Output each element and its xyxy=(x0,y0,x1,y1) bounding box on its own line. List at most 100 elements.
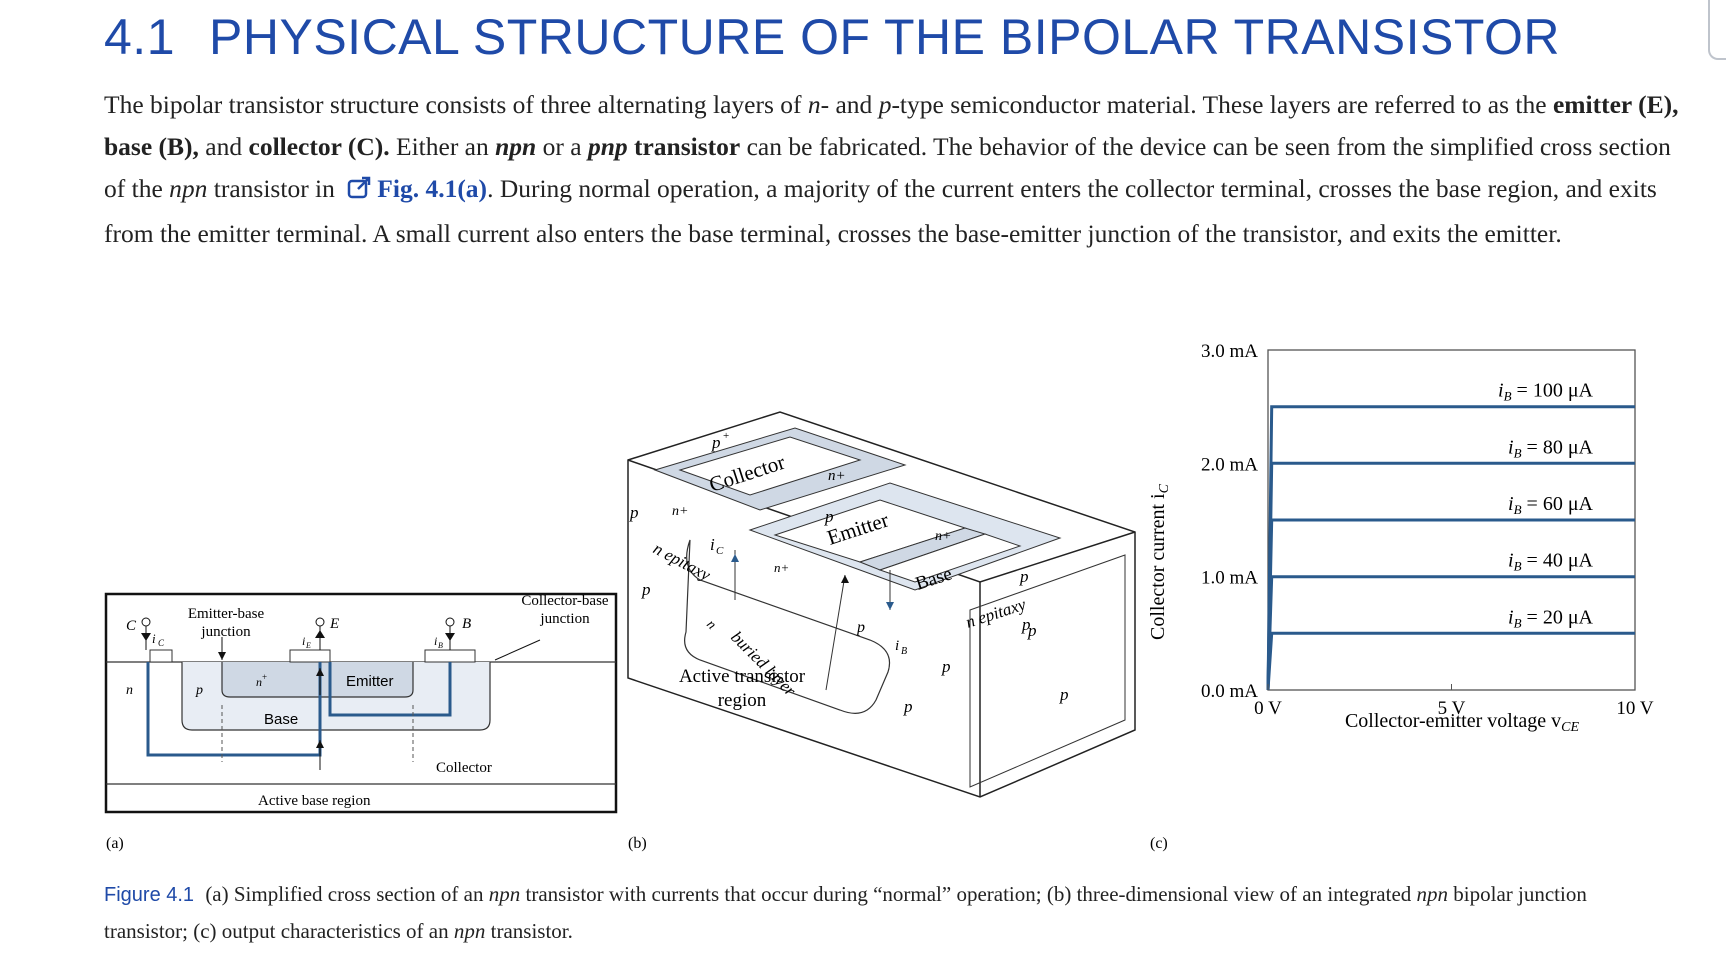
panel-c-label: (c) xyxy=(1150,835,1168,852)
collector-label: Collector xyxy=(436,760,492,776)
y-tick-label: 2.0 mA xyxy=(1201,454,1258,475)
para-text: -type semiconductor material. These laye… xyxy=(891,90,1553,119)
para-text: The bipolar transistor structure consist… xyxy=(104,90,808,119)
y-tick-label: 0.0 mA xyxy=(1201,681,1258,702)
b-pplus-bottom: p xyxy=(941,657,951,676)
caption-text: bipolar junction transistor; (c) output … xyxy=(104,882,1587,943)
emitter-label: Emitter xyxy=(346,673,394,690)
base-label: Base xyxy=(264,711,298,728)
b-p-7: p xyxy=(1021,615,1031,634)
term-pnp: pnp xyxy=(587,132,628,161)
panel-c: iB = 100 μA iB = 80 μA iB = 60 μA iB = 40 μ… xyxy=(1147,341,1654,852)
para-text: can be fabricated. The behavior of the d… xyxy=(104,132,1671,203)
terminal-c-label: C xyxy=(126,618,137,634)
series-label-3: iB = 40 μA xyxy=(1508,550,1594,574)
current-ib-sub: B xyxy=(438,641,443,650)
b-pplus-top: p xyxy=(711,433,721,452)
collector-base-junction-label-2: junction xyxy=(539,611,590,627)
para-italic: n xyxy=(807,90,821,119)
x-axis-label: Collector-emitter voltage vCE xyxy=(1345,710,1580,735)
series-line-4 xyxy=(1266,631,1635,691)
para-italic: npn xyxy=(169,174,208,203)
emitter-base-junction-label-2: junction xyxy=(200,624,251,640)
b-ib-label: i xyxy=(895,638,899,654)
figure-caption: Figure 4.1 (a) Simplified cross section … xyxy=(104,876,1664,949)
active-base-region-label: Active base region xyxy=(258,793,371,809)
b-p-4: p xyxy=(856,619,865,636)
section-title: PHYSICAL STRUCTURE OF THE BIPOLAR TRANSI… xyxy=(209,9,1560,65)
b-p-2: p xyxy=(1019,567,1029,586)
series-line-2 xyxy=(1266,518,1635,691)
caption-italic: npn xyxy=(1416,882,1449,906)
caption-italic: npn xyxy=(488,882,521,906)
panel-b-label: (b) xyxy=(628,835,647,852)
para-text: - and xyxy=(820,90,879,119)
b-active-region-label-2: region xyxy=(718,690,767,711)
b-ic-label: i xyxy=(710,535,715,554)
caption-figure-label: Figure 4.1 xyxy=(104,884,195,906)
panel-a-label: (a) xyxy=(106,835,124,852)
panel-b: p + p Collector Emitter Base n+ n+ n+ n+… xyxy=(627,411,1136,852)
figure-4-1: C i C E i E B i B Emitter-base junction … xyxy=(104,341,1654,852)
figure-link[interactable]: Fig. 4.1(a) xyxy=(377,174,488,203)
region-nplus-label: n xyxy=(256,675,262,689)
y-axis-label: Collector current iC xyxy=(1147,483,1172,640)
b-nplus-3: n+ xyxy=(935,529,951,544)
term-transistor: transistor xyxy=(627,132,741,161)
para-text: and xyxy=(198,132,249,161)
term-npn: npn xyxy=(495,132,537,161)
b-p-6: p xyxy=(1059,685,1069,704)
y-tick-label: 3.0 mA xyxy=(1201,341,1258,362)
caption-text: transistor. xyxy=(485,919,573,943)
chart-axis-text: iB = 100 μA iB = 80 μA iB = 60 μA iB = 40 μ… xyxy=(1201,341,1654,719)
caption-text: (a) Simplified cross section of an xyxy=(200,882,489,906)
section-heading: 4.1 PHYSICAL STRUCTURE OF THE BIPOLAR TRA… xyxy=(104,8,1560,66)
panel-a: C i C E i E B i B Emitter-base junction … xyxy=(104,592,618,852)
y-tick-label: 1.0 mA xyxy=(1201,568,1258,589)
current-ib-label: i xyxy=(434,634,437,648)
terminal-b-label: B xyxy=(462,616,471,632)
current-ie-label: i xyxy=(302,634,305,648)
x-tick-label: 10 V xyxy=(1616,698,1653,719)
scrollbar-edge[interactable] xyxy=(1708,0,1726,60)
current-ie-sub: E xyxy=(305,641,311,650)
b-plus-sup: + xyxy=(723,430,729,442)
para-italic: p xyxy=(878,90,892,119)
para-text: Either an xyxy=(389,132,496,161)
x-tick-label: 0 V xyxy=(1254,698,1282,719)
section-number: 4.1 xyxy=(104,9,176,65)
caption-italic: npn xyxy=(453,919,486,943)
b-pplus-right: p xyxy=(1027,621,1037,640)
current-ic-label: i xyxy=(152,631,156,646)
term-emitter-base: emitter (E), base (B), xyxy=(104,90,1679,161)
external-link-icon[interactable] xyxy=(347,171,373,213)
current-ic-sub: C xyxy=(158,638,165,648)
chart-marks xyxy=(1266,405,1636,691)
b-p-1: p xyxy=(824,507,834,526)
b-nplus-1: n+ xyxy=(828,468,846,484)
term-collector: collector (C). xyxy=(248,132,390,161)
terminal-e-label: E xyxy=(329,616,339,632)
series-label-4: iB = 20 μA xyxy=(1508,606,1594,630)
collector-base-junction-label: Collector-base xyxy=(521,593,609,609)
body-paragraph: The bipolar transistor structure consist… xyxy=(104,84,1684,255)
x-tick-label: 5 V xyxy=(1438,698,1466,719)
b-nplus-4: n+ xyxy=(774,560,789,575)
series-label-0: iB = 100 μA xyxy=(1498,380,1594,404)
emitter-base-junction-label: Emitter-base xyxy=(188,606,265,622)
b-active-region-label: Active transistor xyxy=(679,666,806,687)
para-text: transistor in xyxy=(207,174,342,203)
b-nplus-2: n+ xyxy=(672,504,688,519)
region-n-label: n xyxy=(126,683,133,698)
b-p-5: p xyxy=(903,697,913,716)
region-p-label: p xyxy=(195,683,203,698)
para-text: or a xyxy=(536,132,588,161)
b-pplus-left: p xyxy=(629,503,639,522)
caption-text: transistor with currents that occur duri… xyxy=(520,882,1417,906)
series-label-1: iB = 80 μA xyxy=(1508,436,1594,460)
region-nplus-sup: + xyxy=(262,672,267,682)
b-ic-sub: C xyxy=(716,545,724,557)
b-p-3: p xyxy=(641,580,651,599)
para-text: . During normal operation, a majority of… xyxy=(104,174,1657,248)
series-label-2: iB = 60 μA xyxy=(1508,493,1594,517)
